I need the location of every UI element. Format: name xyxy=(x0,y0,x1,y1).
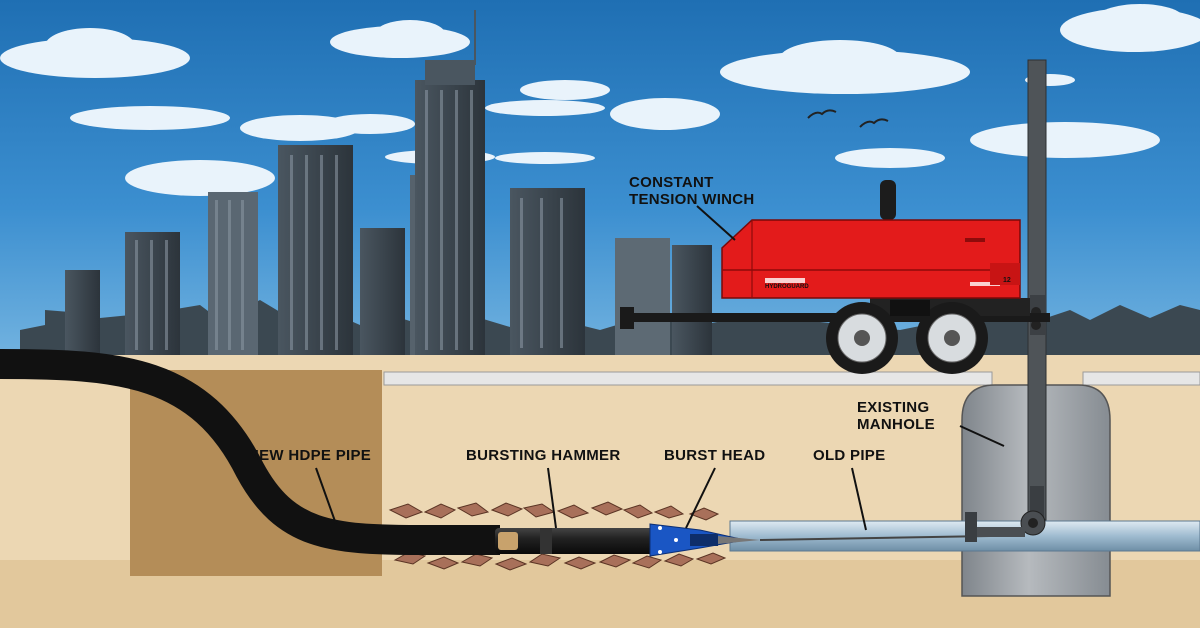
new-hdpe-pipe xyxy=(0,349,500,555)
bursting-hammer xyxy=(495,528,655,554)
trailer-brand-text: HYDROGUARD xyxy=(765,284,809,290)
label-old-pipe: OLD PIPE xyxy=(813,447,886,464)
label-bursting-hammer: BURSTING HAMMER xyxy=(466,447,621,464)
label-constant-tension-winch: CONSTANT TENSION WINCH xyxy=(629,174,755,208)
winch-cable xyxy=(759,535,991,541)
city-buildings xyxy=(65,10,712,355)
clouds xyxy=(0,4,1200,196)
burst-head xyxy=(649,523,760,557)
ground-slab-right xyxy=(1082,371,1200,386)
winch-mast xyxy=(965,59,1047,542)
tension-winch-trailer xyxy=(620,180,1050,374)
birds xyxy=(807,109,889,128)
trailer-model-text: 12 xyxy=(1003,277,1011,284)
ground-slab-left xyxy=(383,371,993,386)
leader-lines xyxy=(315,205,1005,531)
label-burst-head: BURST HEAD xyxy=(664,447,766,464)
label-existing-manhole: EXISTING MANHOLE xyxy=(857,399,935,433)
label-new-hdpe-pipe: NEW HDPE PIPE xyxy=(248,447,372,464)
